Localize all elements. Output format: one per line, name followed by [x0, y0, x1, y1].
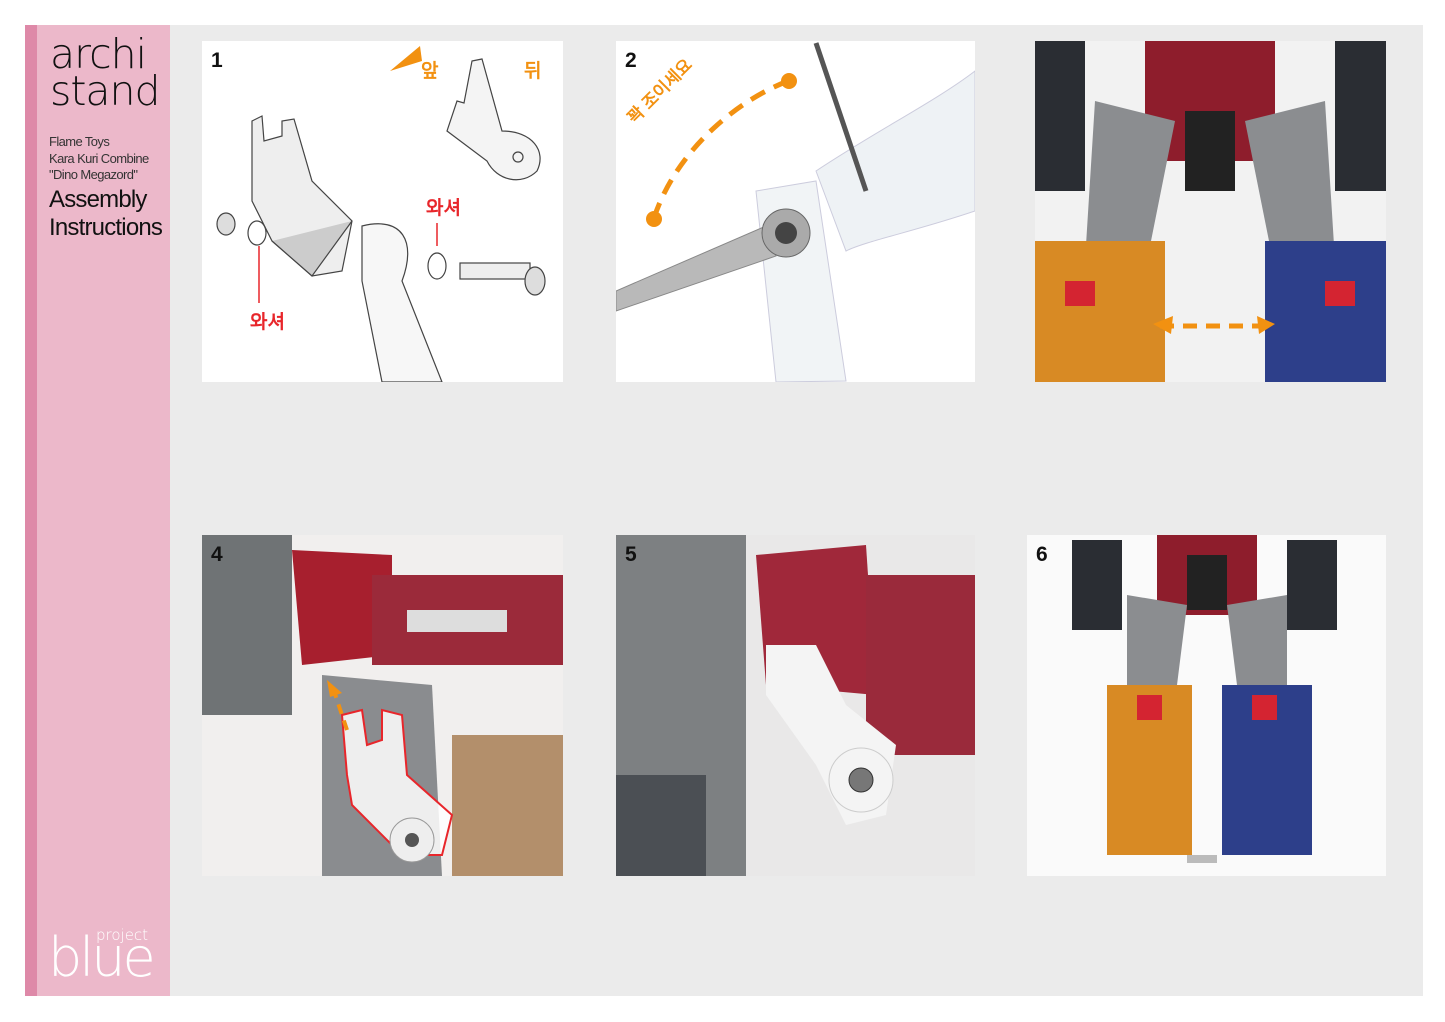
step-3-panel — [1035, 41, 1386, 382]
stand-parts-diagram — [216, 46, 546, 382]
logo-small-text: project — [96, 926, 149, 944]
step-number: 6 — [1036, 543, 1048, 566]
sidebar — [25, 25, 170, 996]
step-1-panel: 1 앞 뒤 와셔 와셔 — [202, 41, 563, 382]
robot-legs-photo — [1035, 41, 1386, 382]
title-line-1: Assembly — [49, 186, 147, 213]
back-label: 뒤 — [524, 61, 542, 82]
logo-big-text: blue — [48, 926, 156, 989]
step-6-panel: 6 — [1027, 535, 1386, 876]
step-4-panel: 4 — [202, 535, 563, 876]
step-number: 1 — [211, 49, 223, 72]
brand-line-2: stand — [50, 67, 161, 115]
stand-attach-photo — [202, 535, 563, 876]
title-line-2: Instructions — [49, 214, 163, 241]
step-2-panel: 2 꽉 조이세요 — [616, 41, 975, 382]
step-5-panel: 5 — [616, 535, 975, 876]
sidebar-accent-strip — [25, 25, 37, 996]
subtitle-line: "Dino Megazord" — [49, 167, 138, 182]
step-number: 2 — [625, 49, 637, 72]
washer-label: 와셔 — [250, 312, 285, 333]
wrench-tightening-illustration — [616, 42, 975, 382]
washer-label: 와셔 — [426, 198, 461, 219]
front-arrow-icon — [390, 46, 422, 71]
stand-installed-closeup-photo — [616, 535, 975, 876]
step-number: 4 — [211, 543, 223, 566]
step-number: 5 — [625, 543, 637, 566]
product-subtitle: Flame Toys Kara Kuri Combine "Dino Megaz… — [49, 134, 149, 184]
subtitle-line: Kara Kuri Combine — [49, 150, 149, 166]
brand-line-1: archi — [50, 30, 147, 78]
front-label: 앞 — [421, 61, 439, 82]
completed-stand-photo — [1072, 535, 1337, 863]
subtitle-line: Flame Toys — [49, 134, 110, 149]
